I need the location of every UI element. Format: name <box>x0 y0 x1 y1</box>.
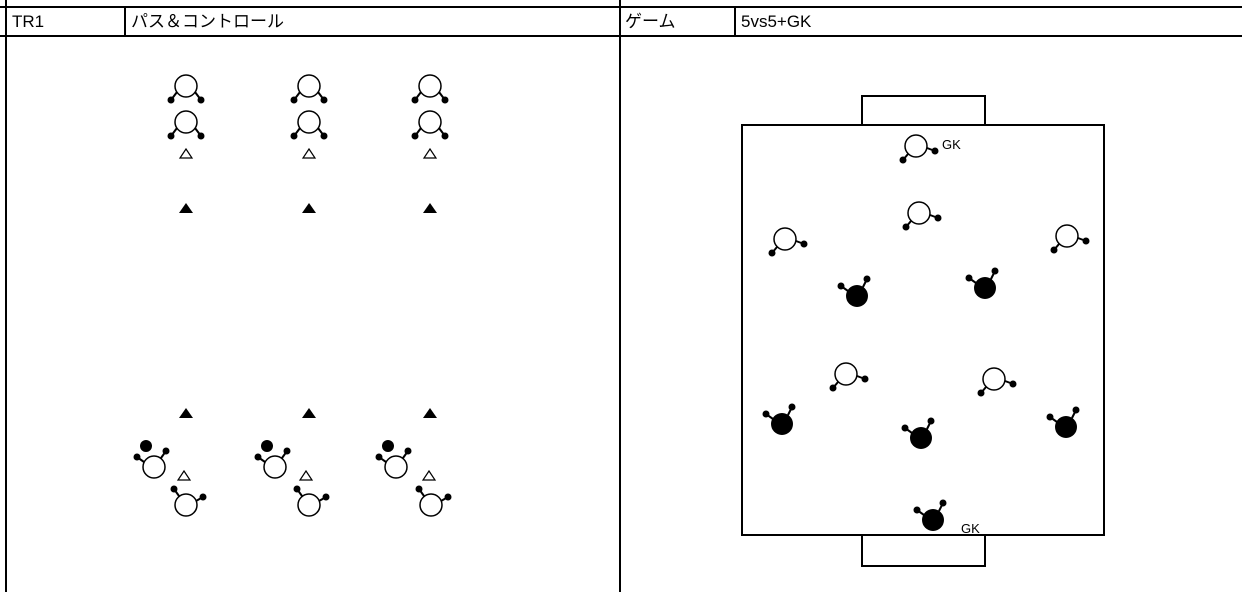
left-panel-title: パス＆コントロール <box>131 12 284 31</box>
left-outer-border <box>5 0 7 592</box>
top-border <box>0 6 1242 8</box>
header-bottom-border <box>0 35 1242 37</box>
bottom-goal <box>861 534 986 567</box>
right-panel-title: 5vs5+GK <box>741 12 812 31</box>
drill-top-group-3 <box>410 74 450 213</box>
filled-team <box>761 266 1081 532</box>
bottom-goalkeeper-label: GK <box>961 521 980 536</box>
right-code-divider <box>734 6 736 37</box>
top-goal <box>861 95 986 126</box>
panel-divider <box>619 0 621 592</box>
open-team <box>767 134 1091 398</box>
left-panel-code: TR1 <box>12 12 45 31</box>
drill-bottom-group-1 <box>132 408 208 517</box>
drill-top-group-2 <box>289 74 329 213</box>
drill-top-group-1 <box>166 74 206 213</box>
pitch-outline <box>741 124 1105 536</box>
drill-bottom-group-2 <box>253 408 331 517</box>
left-code-divider <box>124 6 126 37</box>
drill-bottom-group-3 <box>374 408 453 517</box>
right-panel-code: ゲーム <box>625 12 676 31</box>
top-goalkeeper-label: GK <box>942 137 961 152</box>
